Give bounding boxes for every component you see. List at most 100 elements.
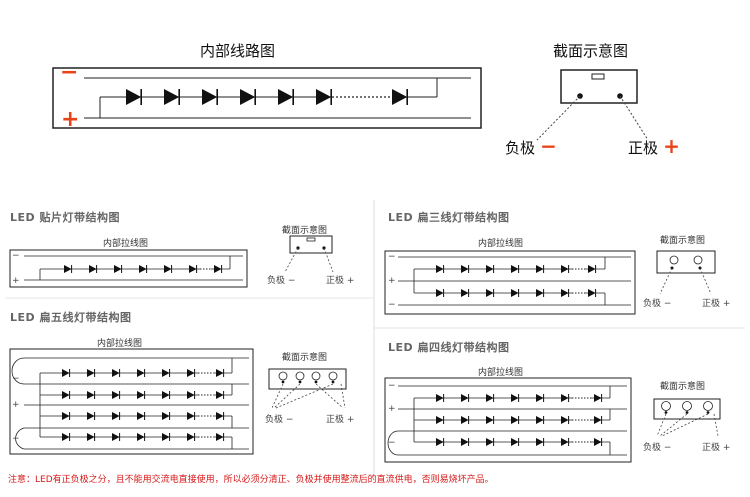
- s2-c2-diode-5: [536, 289, 544, 297]
- s2-c1-diode-5: [536, 265, 544, 273]
- s4-c1-diode-last: [594, 394, 602, 402]
- main-positive-label: 正极 +: [628, 136, 680, 158]
- s4-c3-diode-2: [461, 438, 469, 446]
- s3-c2-diode-1: [62, 391, 70, 399]
- s3-c1-diode-last: [216, 369, 224, 377]
- s1-cross-slot: [307, 238, 315, 241]
- s4-minus-mark: −: [388, 381, 396, 391]
- s2-c2-diode-last: [588, 289, 596, 297]
- s4-inner-label: 内部拉线图: [478, 365, 523, 378]
- main-diode-3: [202, 89, 217, 105]
- s3-c4-diode-5: [162, 433, 170, 441]
- s4-l3: [662, 414, 708, 436]
- s3-c2-diode-3: [112, 391, 120, 399]
- s3-c1-diode-2: [87, 369, 95, 377]
- s3-wire-2: [296, 372, 304, 380]
- s2-title: LED 扁三线灯带结构图: [388, 209, 509, 225]
- s3-dot-1: [282, 381, 285, 384]
- s3-l4: [276, 384, 333, 408]
- s4-c1-diode-3: [486, 394, 494, 402]
- s3-c4-diode-6: [187, 433, 195, 441]
- s3-c3-diode-2: [87, 412, 95, 420]
- s3-c3-diode-4: [137, 412, 145, 420]
- s3-neg-label: 负极 −: [265, 412, 293, 425]
- s3-c4-diode-2: [87, 433, 95, 441]
- s4-l2: [660, 414, 687, 436]
- s3-minus-mark-1: −: [12, 374, 20, 384]
- s3-minus-mark-2: −: [12, 434, 20, 444]
- s4-wire-2: [683, 402, 692, 411]
- s1-diode-6: [189, 265, 197, 273]
- main-diode-4: [240, 89, 255, 105]
- s2-wire-b: [694, 256, 702, 264]
- s3-cross-label: 截面示意图: [282, 350, 327, 363]
- s4-c2-diode-5: [536, 416, 544, 424]
- s1-diode-5: [164, 265, 172, 273]
- s2-wire-a: [670, 256, 678, 264]
- s1-inner-label: 内部拉线图: [103, 236, 148, 249]
- s4-neg-label: 负极 −: [643, 440, 671, 453]
- main-cross-section-box: [561, 70, 637, 103]
- s4-cross-label: 截面示意图: [660, 379, 705, 392]
- s3-c2-diode-last: [216, 391, 224, 399]
- s1-plus-mark: +: [12, 276, 20, 286]
- s3-plus-mark: +: [12, 400, 20, 410]
- s3-c3-diode-last: [216, 412, 224, 420]
- s4-c2-diode-4: [511, 416, 519, 424]
- s2-c2-diode-2: [461, 289, 469, 297]
- main-strip-frame: [53, 68, 481, 128]
- main-plus-sign: +: [61, 109, 79, 131]
- s3-inner-label: 内部拉线图: [97, 336, 142, 349]
- s3-cross-wires: [279, 372, 337, 383]
- s3-dot-2: [299, 381, 302, 384]
- s2-c1-diode-1: [436, 265, 444, 273]
- s3-dot-4: [332, 381, 335, 384]
- main-positive-sign: +: [663, 134, 680, 158]
- s3-c1-diode-3: [112, 369, 120, 377]
- s3-wire-3: [312, 372, 320, 380]
- s2-c1-diode-4: [511, 265, 519, 273]
- s4-cross-wires: [662, 402, 713, 414]
- s2-c2-diode-4: [511, 289, 519, 297]
- s2-leader-pos: [700, 268, 711, 294]
- s2-c1-diode-2: [461, 265, 469, 273]
- s1-diode-last: [214, 265, 222, 273]
- s4-dot-2: [686, 411, 689, 414]
- main-diode-7: [392, 89, 407, 105]
- s4-c1-diode-4: [511, 394, 519, 402]
- main-negative-label: 负极 −: [505, 136, 557, 158]
- s1-diode-4: [139, 265, 147, 273]
- s3-c2-diode-4: [137, 391, 145, 399]
- s4-c2-diode-1: [436, 416, 444, 424]
- main-negative-sign: −: [540, 134, 557, 158]
- s4-c3-diode-last: [594, 438, 602, 446]
- s4-c3-diode-5: [536, 438, 544, 446]
- s1-cross-box: [290, 236, 332, 253]
- s3-c2-diode-2: [87, 391, 95, 399]
- s2-inner-label: 内部拉线图: [478, 236, 523, 249]
- s1-diode-3: [114, 265, 122, 273]
- s2-minus-mark: −: [388, 252, 396, 262]
- main-diode-6: [316, 89, 331, 105]
- s4-c1-diode-2: [461, 394, 469, 402]
- s3-dot-3: [315, 381, 318, 384]
- s3-l1: [272, 384, 283, 408]
- s3-c3-diode-6: [187, 412, 195, 420]
- s4-wire-1: [662, 402, 671, 411]
- s4-plus-mark: +: [388, 404, 396, 414]
- s2-c1-diode-last: [588, 265, 596, 273]
- main-cross-slot: [592, 74, 604, 79]
- main-positive-text: 正极: [628, 139, 658, 157]
- s4-c1-diode-1: [436, 394, 444, 402]
- s3-c1-diode-6: [187, 369, 195, 377]
- s3-c2-diode-5: [162, 391, 170, 399]
- s4-title: LED 扁四线灯带结构图: [388, 339, 509, 355]
- s4-pos-label: 正极 +: [702, 440, 730, 453]
- s1-title: LED 贴片灯带结构图: [10, 209, 120, 225]
- s3-c1-diode-4: [137, 369, 145, 377]
- s3-c4-diode-3: [112, 433, 120, 441]
- s1-minus-mark: −: [12, 251, 20, 261]
- s3-c1-diode-5: [162, 369, 170, 377]
- s2-c2-diode-1: [436, 289, 444, 297]
- s1-diode-1: [64, 265, 72, 273]
